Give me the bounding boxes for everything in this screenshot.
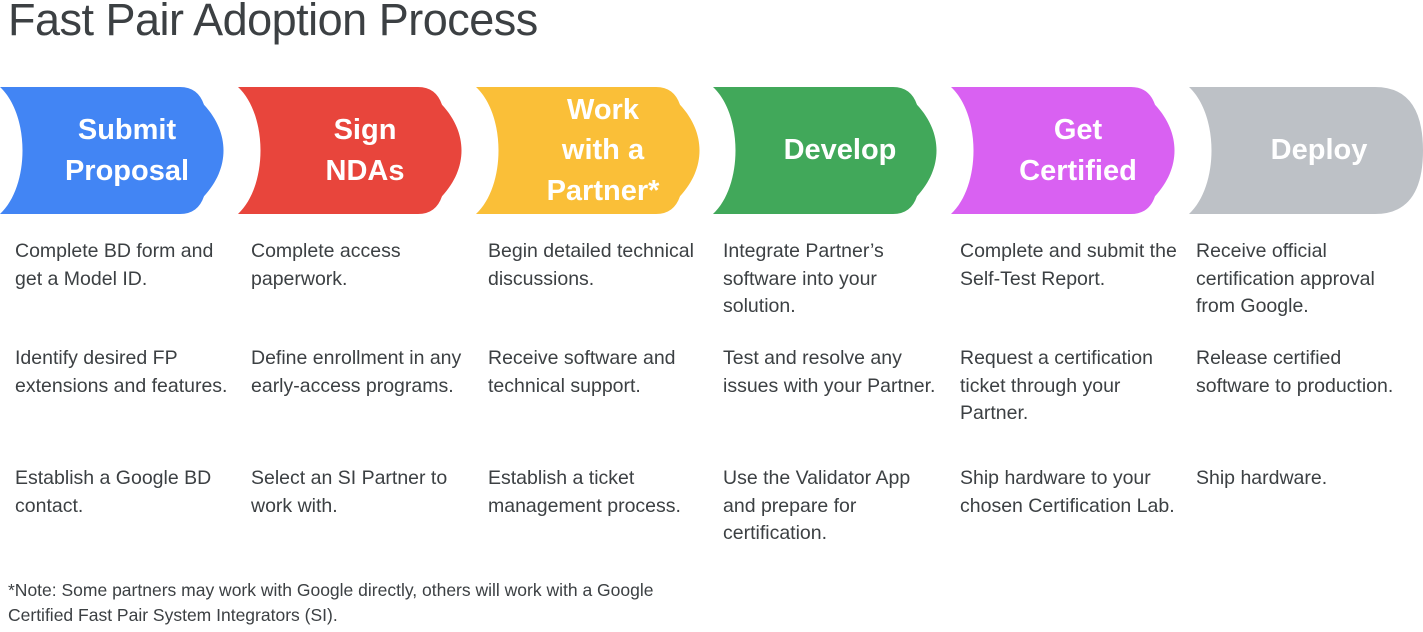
- stage-step-item: Complete and submit the Self-Test Report…: [960, 240, 1177, 290]
- process-stage-5[interactable]: Get Certified: [951, 87, 1179, 214]
- process-stage-1[interactable]: Submit Proposal: [0, 87, 228, 214]
- stage-step-item: Release certified software to production…: [1196, 347, 1394, 397]
- stage-chevron-shape: [0, 87, 228, 214]
- stage-label: Develop: [783, 134, 897, 167]
- stage-step-item: Test and resolve any issues with your Pa…: [723, 347, 936, 397]
- stage-step-item: Receive software and technical support.: [488, 347, 676, 397]
- stage-step-item: Begin detailed technical discussions.: [488, 240, 694, 290]
- stage-label: Sign NDAs: [325, 114, 405, 187]
- stage-step-item: Complete access paperwork.: [251, 240, 401, 290]
- process-stage-3[interactable]: Work with a Partner*: [476, 87, 704, 214]
- stage-step-item: Identify desired FP extensions and featu…: [15, 347, 228, 397]
- stage-step-item: Complete BD form and get a Model ID.: [15, 240, 214, 290]
- process-banner: Submit Proposal Sign NDAs Work with a Part…: [0, 87, 1423, 214]
- stage-step-item: Integrate Partner’s software into your s…: [723, 240, 884, 318]
- stage-chevron-shape: [951, 87, 1179, 214]
- stage-label: Deploy: [1270, 134, 1368, 167]
- stage-chevron-shape: [1189, 87, 1423, 214]
- footnote-note: *Note: Some partners may work with Googl…: [8, 580, 654, 626]
- stage-step-item: Request a certification ticket through y…: [960, 347, 1153, 425]
- stage-step-item: Use the Validator App and prepare for ce…: [723, 467, 911, 545]
- stage-step-item: Ship hardware.: [1196, 467, 1328, 489]
- stage-step-item: Establish a ticket management process.: [488, 467, 681, 517]
- stage-chevron-shape: [713, 87, 941, 214]
- stage-chevron-shape: [476, 87, 704, 214]
- stage-step-item: Receive official certification approval …: [1196, 240, 1375, 318]
- stage-step-item: Select an SI Partner to work with.: [251, 467, 448, 517]
- stage-label: Submit Proposal: [64, 114, 190, 187]
- stage-chevron-shape: [238, 87, 466, 214]
- process-stage-2[interactable]: Sign NDAs: [238, 87, 466, 214]
- process-stage-4[interactable]: Develop: [713, 87, 941, 214]
- stage-step-item: Establish a Google BD contact.: [15, 467, 212, 517]
- stage-label: Get Certified: [1019, 114, 1137, 187]
- stage-step-item: Define enrollment in any early-access pr…: [251, 347, 462, 397]
- stage-label: Work with a Partner*: [546, 94, 660, 207]
- process-stage-6[interactable]: Deploy: [1189, 87, 1423, 214]
- stage-step-item: Ship hardware to your chosen Certificati…: [960, 467, 1175, 517]
- page-title: Fast Pair Adoption Process: [8, 0, 538, 45]
